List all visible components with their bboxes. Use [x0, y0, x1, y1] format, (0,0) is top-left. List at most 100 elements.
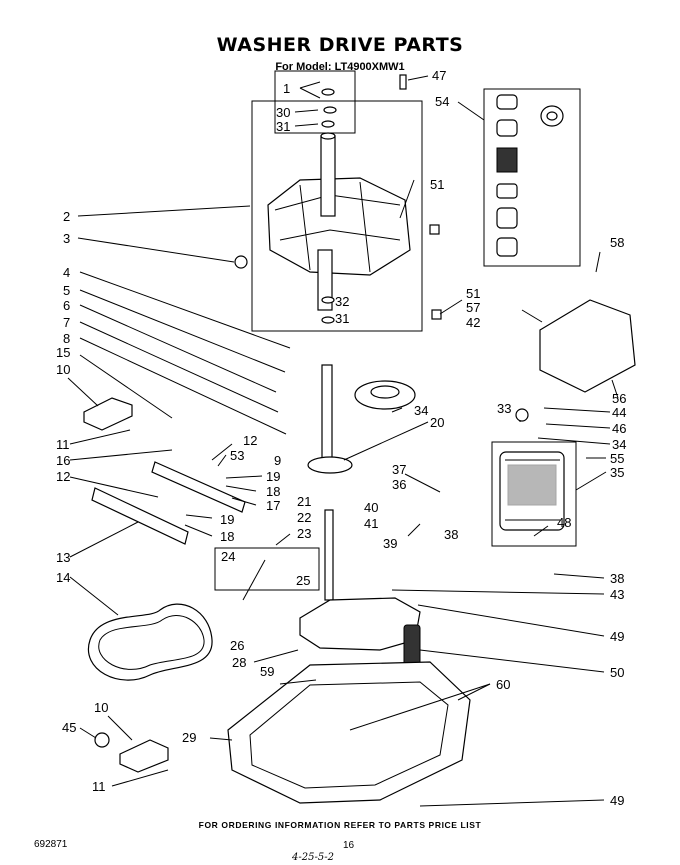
label-17: 17: [266, 498, 280, 513]
label-28: 28: [232, 655, 246, 670]
label-30: 30: [276, 105, 290, 120]
label-49: 49: [610, 629, 624, 644]
label-8: 8: [63, 331, 70, 346]
handwritten-note: 4-25-5-2: [292, 852, 334, 863]
lower-shaft: [324, 509, 334, 601]
label-11b: 11: [92, 779, 106, 794]
label-4: 4: [63, 265, 70, 280]
label-13: 13: [56, 550, 70, 565]
label-57: 57: [466, 300, 480, 315]
model-subtitle: For Model: LT4900XMW1: [275, 61, 405, 73]
motor-bracket-lower: [119, 739, 169, 773]
label-5: 5: [63, 283, 70, 298]
label-1: 1: [283, 81, 290, 96]
page-number: 16: [343, 840, 355, 851]
nut-33: [515, 408, 529, 422]
label-47: 47: [432, 68, 446, 83]
label-6: 6: [63, 298, 70, 313]
label-53: 53: [230, 448, 244, 463]
label-42: 42: [466, 315, 480, 330]
label-19b: 19: [220, 512, 234, 527]
actuator-bar-lower: [91, 487, 189, 545]
label-22: 22: [297, 510, 311, 525]
label-2: 2: [63, 209, 70, 224]
label-25: 25: [296, 573, 310, 588]
label-20: 20: [430, 415, 444, 430]
group-box-motor: [491, 441, 577, 547]
drive-belt: [87, 603, 213, 681]
label-26: 26: [230, 638, 244, 653]
label-56: 56: [612, 391, 626, 406]
label-51b: 51: [466, 286, 480, 301]
label-60: 60: [496, 677, 510, 692]
label-33: 33: [497, 401, 511, 416]
clip-51b: [431, 309, 442, 320]
label-34: 34: [414, 403, 428, 418]
actuator-bar-upper: [151, 461, 246, 513]
group-box-top-parts: [274, 70, 356, 134]
label-10: 10: [56, 362, 70, 377]
label-18: 18: [266, 484, 280, 499]
motor-bracket-upper: [83, 397, 133, 431]
label-39: 39: [383, 536, 397, 551]
label-41: 41: [364, 516, 378, 531]
label-23: 23: [297, 526, 311, 541]
group-box-bearing-kit: [483, 88, 581, 267]
label-35: 35: [610, 465, 624, 480]
gearcase: [299, 597, 421, 651]
label-29: 29: [182, 730, 196, 745]
ordering-note: FOR ORDERING INFORMATION REFER TO PARTS …: [198, 820, 482, 830]
label-12b: 12: [56, 469, 70, 484]
label-11: 11: [56, 437, 70, 452]
label-49b: 49: [610, 793, 624, 808]
label-54: 54: [435, 94, 449, 109]
label-44: 44: [612, 405, 626, 420]
label-31b: 31: [335, 311, 349, 326]
label-58: 58: [610, 235, 624, 250]
part-labels: 1 30 31 47 54 2 3 51 58 4 5 6 7 8 15 10 …: [56, 68, 626, 808]
drive-shaft: [321, 364, 333, 466]
group-box-transmission: [251, 100, 423, 332]
document-number: 692871: [34, 839, 68, 850]
label-34b: 34: [612, 437, 626, 452]
label-16: 16: [56, 453, 70, 468]
label-9: 9: [274, 453, 281, 468]
group-box-pin-kit: [214, 547, 320, 591]
label-55: 55: [610, 451, 624, 466]
grommet-45: [94, 732, 110, 748]
label-14: 14: [56, 570, 70, 585]
label-12: 12: [243, 433, 257, 448]
page-title: WASHER DRIVE PARTS: [216, 34, 464, 56]
label-43: 43: [610, 587, 624, 602]
motor-shield: [539, 299, 636, 393]
label-21: 21: [297, 494, 311, 509]
label-10b: 10: [94, 700, 108, 715]
label-48: 48: [557, 515, 571, 530]
label-32: 32: [335, 294, 349, 309]
label-51: 51: [430, 177, 444, 192]
label-45: 45: [62, 720, 76, 735]
label-37: 37: [392, 462, 406, 477]
label-59: 59: [260, 664, 274, 679]
base-frame: [227, 661, 471, 804]
label-19: 19: [266, 469, 280, 484]
label-38: 38: [444, 527, 458, 542]
bearing-kit-parts: [496, 94, 564, 257]
label-46: 46: [612, 421, 626, 436]
label-40: 40: [364, 500, 378, 515]
label-3: 3: [63, 231, 70, 246]
seal-3: [234, 255, 248, 269]
label-36: 36: [392, 477, 406, 492]
label-18b: 18: [220, 529, 234, 544]
label-15: 15: [56, 345, 70, 360]
label-31: 31: [276, 119, 290, 134]
label-50: 50: [610, 665, 624, 680]
label-24: 24: [221, 549, 235, 564]
transmission-housing: [267, 88, 411, 324]
screw-47: [399, 74, 407, 90]
clip-51: [429, 224, 440, 235]
label-7: 7: [63, 315, 70, 330]
motor: [499, 451, 565, 531]
leader-lines: [67, 75, 619, 807]
